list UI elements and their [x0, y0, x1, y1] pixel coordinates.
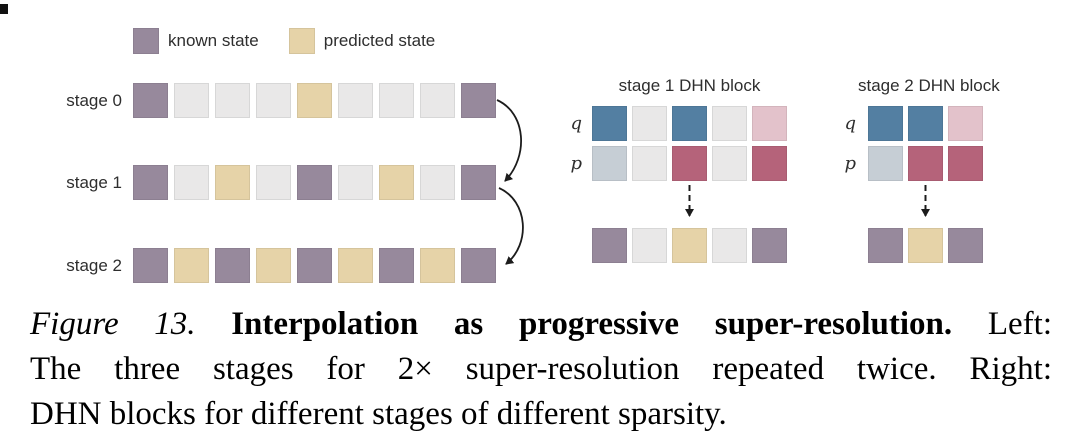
cell-empty — [256, 165, 291, 200]
arc-stage1-to-stage2 — [498, 187, 524, 265]
cell-known — [297, 165, 332, 200]
stage-2-dhn-block-title: stage 2 DHN block — [858, 76, 1000, 95]
cell-empty — [256, 83, 291, 118]
stage-1-row — [133, 165, 496, 200]
stage-2-row — [133, 248, 496, 283]
cell-known — [379, 248, 414, 283]
cell-q-known — [672, 106, 707, 141]
stage-2-label: stage 2 — [66, 255, 122, 275]
cell-predicted — [338, 248, 373, 283]
legend-item-known: known state — [133, 28, 259, 54]
cell-predicted — [297, 83, 332, 118]
caption-line: DHN blocks for different stages of diffe… — [30, 392, 1052, 437]
cell-empty — [632, 228, 667, 263]
cell-known — [592, 228, 627, 263]
cell-predicted — [672, 228, 707, 263]
cell-empty — [338, 83, 373, 118]
cell-known — [297, 248, 332, 283]
cell-known — [133, 165, 168, 200]
cell-empty — [420, 83, 455, 118]
stage-1-dhn-block-title: stage 1 DHN block — [618, 76, 761, 95]
cell-p-empty — [868, 146, 903, 181]
cell-known — [948, 228, 983, 263]
cell-predicted — [379, 165, 414, 200]
cell-empty — [712, 228, 747, 263]
block1-q-row — [592, 106, 787, 141]
p-label: p — [570, 153, 582, 174]
cell-known — [461, 248, 496, 283]
legend-label-predicted: predicted state — [323, 31, 436, 50]
cell-q-pred — [752, 106, 787, 141]
cell-empty — [712, 106, 747, 141]
caption-text: Left: — [952, 306, 1052, 342]
caption-text — [196, 306, 232, 342]
cell-predicted — [256, 248, 291, 283]
cell-empty — [215, 83, 250, 118]
cell-p-known — [752, 146, 787, 181]
cell-known — [133, 83, 168, 118]
caption-line: Figure 13. Interpolation as progressive … — [30, 302, 1052, 347]
cell-known — [461, 165, 496, 200]
cell-p-known — [672, 146, 707, 181]
cell-predicted — [215, 165, 250, 200]
cell-empty — [174, 165, 209, 200]
cell-empty — [420, 165, 455, 200]
cell-empty — [632, 106, 667, 141]
caption-text: The three stages for 2× super-resolution… — [30, 351, 1052, 387]
cell-known — [752, 228, 787, 263]
arc-stage0-to-stage1 — [496, 99, 522, 182]
cell-p-empty — [592, 146, 627, 181]
block2-result-row — [868, 228, 983, 263]
legend-item-predicted: predicted state — [288, 28, 436, 54]
cell-empty — [632, 146, 667, 181]
stage-0-label: stage 0 — [66, 90, 122, 110]
caption-text: Interpolation as progressive super-resol… — [231, 306, 953, 342]
known-state-swatch — [133, 28, 159, 54]
cell-q-known — [908, 106, 943, 141]
block2-q-row — [868, 106, 983, 141]
block1-result-row — [592, 228, 787, 263]
cell-empty — [174, 83, 209, 118]
cell-q-known — [592, 106, 627, 141]
legend: known state predicted state — [133, 28, 435, 54]
cell-known — [133, 248, 168, 283]
cell-q-known — [868, 106, 903, 141]
legend-label-known: known state — [168, 31, 259, 50]
block1-p-row — [592, 146, 787, 181]
cell-empty — [712, 146, 747, 181]
scan-artifact — [0, 4, 8, 14]
cell-predicted — [908, 228, 943, 263]
block2-p-row — [868, 146, 983, 181]
predicted-state-swatch — [288, 28, 315, 54]
cell-predicted — [174, 248, 209, 283]
cell-predicted — [420, 248, 455, 283]
caption-text: DHN blocks for different stages of diffe… — [30, 396, 727, 432]
q-label: q — [844, 113, 856, 134]
cell-p-known — [948, 146, 983, 181]
cell-empty — [338, 165, 373, 200]
stage-1-label: stage 1 — [66, 172, 122, 192]
caption-line: The three stages for 2× super-resolution… — [30, 347, 1052, 392]
cell-p-known — [908, 146, 943, 181]
q-label: q — [570, 113, 582, 134]
cell-known — [215, 248, 250, 283]
p-label: p — [844, 153, 856, 174]
cell-known — [461, 83, 496, 118]
cell-known — [868, 228, 903, 263]
figure-caption: Figure 13. Interpolation as progressive … — [30, 302, 1052, 437]
cell-q-pred — [948, 106, 983, 141]
cell-empty — [379, 83, 414, 118]
caption-text: Figure 13. — [30, 306, 196, 342]
stage-0-row — [133, 83, 496, 118]
